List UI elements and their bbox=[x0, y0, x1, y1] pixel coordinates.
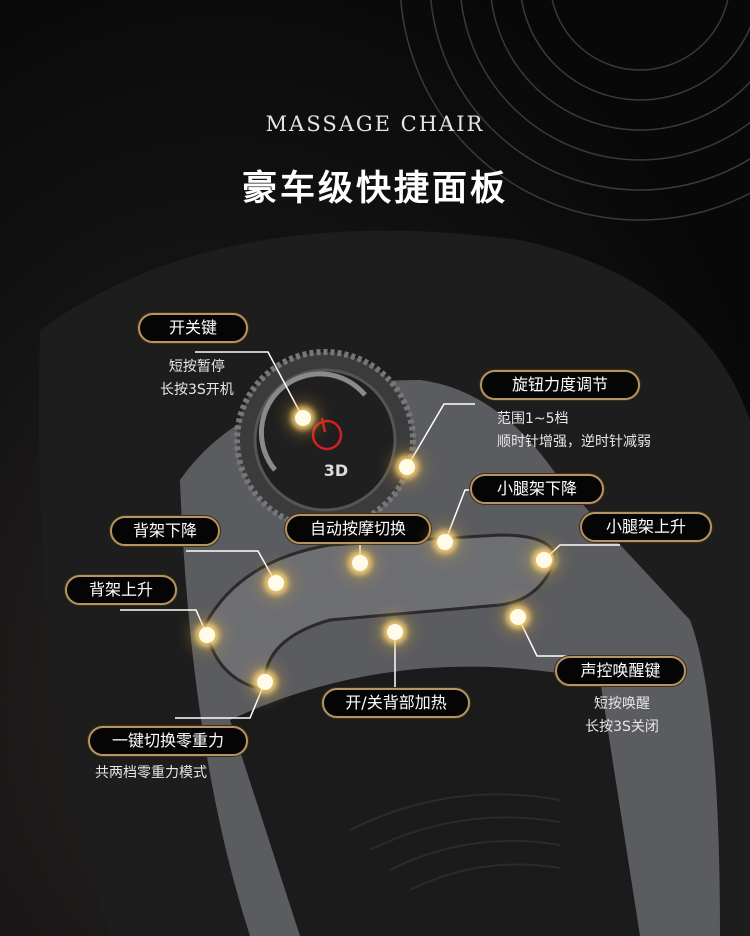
callout-auto-label: 自动按摩切换 bbox=[285, 514, 431, 544]
button-cluster bbox=[203, 533, 557, 692]
callout-voice-desc: 短按唤醒长按3S关闭 bbox=[574, 693, 670, 739]
callout-lines bbox=[120, 351, 620, 719]
callout-back-down-label: 背架下降 bbox=[110, 516, 220, 546]
desc-line: 长按3S开机 bbox=[160, 382, 234, 398]
callout-zero-g-label: 一键切换零重力 bbox=[88, 726, 248, 756]
callout-knob-label: 旋钮力度调节 bbox=[480, 370, 640, 400]
page-title: 豪车级快捷面板 bbox=[241, 169, 508, 209]
hotspot-auto[interactable] bbox=[352, 555, 368, 571]
desc-line: 长按3S关闭 bbox=[585, 719, 659, 735]
power-icon bbox=[311, 419, 343, 451]
callout-zero-g-desc: 共两档零重力模式 bbox=[95, 765, 207, 781]
hotspot-voice[interactable] bbox=[510, 609, 526, 625]
hotspot-power[interactable] bbox=[295, 410, 311, 426]
callout-knob-desc: 范围1~5档顺时针增强，逆时针减弱 bbox=[497, 408, 651, 454]
desc-line: 短按唤醒 bbox=[594, 696, 650, 712]
callout-voice-label: 声控唤醒键 bbox=[555, 656, 686, 686]
knob-3d-label: 3D bbox=[324, 461, 348, 480]
desc-line: 顺时针增强，逆时针减弱 bbox=[497, 434, 651, 450]
hotspot-heat[interactable] bbox=[387, 624, 403, 640]
hotspot-zero-g[interactable] bbox=[257, 674, 273, 690]
callout-back-up-label: 背架上升 bbox=[65, 575, 177, 605]
callout-heat-label: 开/关背部加热 bbox=[322, 688, 470, 718]
callout-power-desc: 短按暂停长按3S开机 bbox=[160, 356, 234, 402]
hotspot-calf-up[interactable] bbox=[536, 552, 552, 568]
hotspot-knob[interactable] bbox=[399, 459, 415, 475]
hotspot-calf-down[interactable] bbox=[437, 534, 453, 550]
callout-power-label: 开关键 bbox=[138, 313, 248, 343]
header-subtitle: MASSAGE CHAIR bbox=[265, 112, 485, 136]
hotspot-back-down[interactable] bbox=[268, 575, 284, 591]
desc-line: 短按暂停 bbox=[168, 359, 225, 375]
desc-line: 范围1~5档 bbox=[497, 411, 569, 427]
decorative-arcs bbox=[400, 0, 750, 221]
callout-calf-down-label: 小腿架下降 bbox=[470, 474, 604, 504]
callout-calf-up-label: 小腿架上升 bbox=[580, 512, 712, 542]
hotspot-back-up[interactable] bbox=[199, 627, 215, 643]
